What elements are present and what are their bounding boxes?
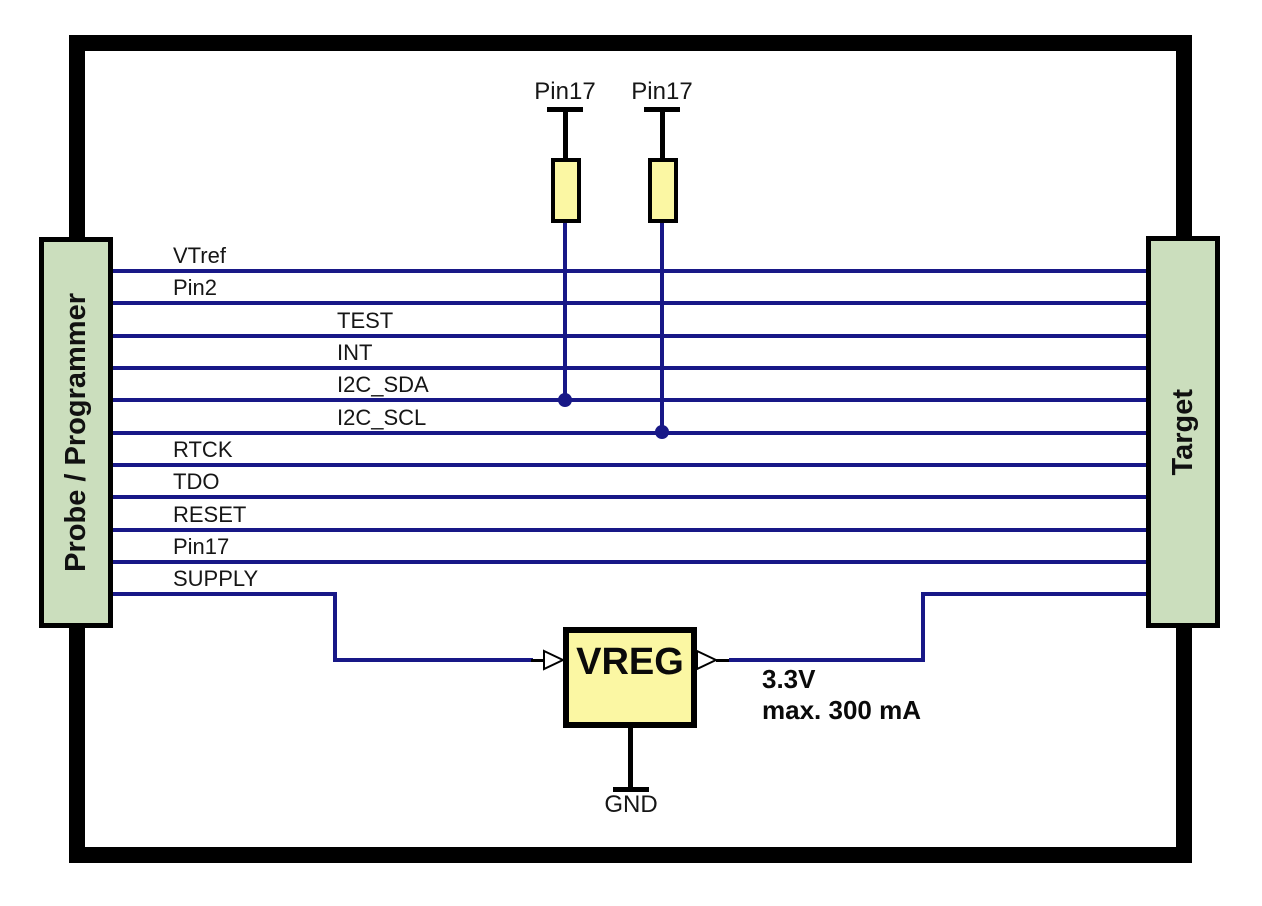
signal-label-tdo: TDO <box>173 469 220 494</box>
signal-wire-tdo <box>113 495 1146 499</box>
signal-label-int: INT <box>337 340 373 365</box>
probe-programmer-box: Probe / Programmer <box>39 237 113 628</box>
supply-wire-to-vreg <box>333 658 533 662</box>
junction-dot-scl <box>655 425 669 439</box>
gnd-wire <box>628 723 633 790</box>
pullup1-rail-bar <box>547 107 583 112</box>
arrow-right-icon <box>696 649 718 671</box>
signal-label-supply: SUPPLY <box>173 566 259 591</box>
signal-label-pin17: Pin17 <box>173 534 230 559</box>
supply-wire-right <box>921 592 1146 596</box>
signal-label-i2c-sda: I2C_SDA <box>337 372 429 397</box>
pullup1-top-lead <box>563 110 568 158</box>
pullup1-bottom-lead <box>563 221 567 402</box>
signal-wire-int <box>113 366 1146 370</box>
signal-wire-vtref <box>113 269 1146 273</box>
output-current-label: max. 300 mA <box>762 695 921 725</box>
vreg-input-stub <box>531 659 545 662</box>
signal-wire-i2c-scl <box>113 431 1146 435</box>
supply-wire-left <box>113 592 337 596</box>
signal-wire-reset <box>113 528 1146 532</box>
arrow-right-icon <box>543 649 565 671</box>
signal-wire-i2c-sda <box>113 398 1146 402</box>
pullup2-label: Pin17 <box>631 78 693 105</box>
supply-wire-drop <box>333 592 337 662</box>
signal-label-pin2: Pin2 <box>173 275 218 300</box>
vreg-output-wire <box>729 658 925 662</box>
signal-label-rtck: RTCK <box>173 437 233 462</box>
signal-wire-rtck <box>113 463 1146 467</box>
signal-label-i2c-scl: I2C_SCL <box>337 405 427 430</box>
signal-label-test: TEST <box>337 308 394 333</box>
signal-wire-test <box>113 334 1146 338</box>
vreg-block: VREG <box>563 627 697 728</box>
junction-dot-sda <box>558 393 572 407</box>
signal-wire-pin17 <box>113 560 1146 564</box>
signal-wire-pin2 <box>113 301 1146 305</box>
pullup2-rail-bar <box>644 107 680 112</box>
target-box: Target <box>1146 236 1220 628</box>
target-label: Target <box>1166 388 1199 476</box>
output-voltage-label: 3.3V <box>762 664 816 694</box>
probe-programmer-label: Probe / Programmer <box>59 293 92 572</box>
signal-label-reset: RESET <box>173 502 247 527</box>
signal-label-vtref: VTref <box>173 243 226 268</box>
pullup1-label: Pin17 <box>534 78 596 105</box>
pullup2-top-lead <box>660 110 665 158</box>
pullup2-bottom-lead <box>660 221 664 434</box>
pullup1-resistor <box>551 158 581 223</box>
vreg-output-riser <box>921 592 925 662</box>
gnd-bar <box>613 787 649 792</box>
vreg-label: VREG <box>576 641 684 683</box>
gnd-label: GND <box>604 791 658 818</box>
vreg-output-stub <box>716 659 730 662</box>
pullup2-resistor <box>648 158 678 223</box>
